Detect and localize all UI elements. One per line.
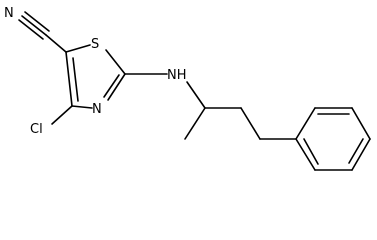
chain-bond-2	[240, 107, 261, 140]
phenyl-bond-3	[351, 107, 371, 140]
nitrile-group	[18, 11, 67, 53]
ring-bond-n3-c4	[71, 105, 93, 109]
nitrile-triple-bond-3	[24, 11, 50, 32]
thiazole-ring	[65, 44, 126, 109]
ring-n-label: N	[92, 102, 102, 117]
nitrile-triple-bond-1	[21, 15, 47, 36]
phenyl-bond-6	[295, 138, 316, 171]
amine-to-ch-bond	[186, 81, 206, 109]
nitrile-triple-bond-2	[18, 19, 44, 40]
ring-bond-c2-n3	[107, 73, 126, 101]
ring-bond-s1-c2	[105, 49, 126, 75]
chemical-structure-diagram: N S N Cl NH	[4, 6, 371, 171]
chlorine-bond	[51, 105, 73, 125]
sulfur-label: S	[91, 37, 99, 52]
ring-bond-c5-s1	[65, 44, 91, 53]
ring-bond-c4-c5	[65, 51, 73, 107]
phenyl-ring	[295, 107, 371, 171]
ring-bond-c2-n3-double	[103, 74, 120, 98]
ring-bond-c4-c5-double	[72, 57, 79, 102]
methyl-bond	[184, 107, 206, 140]
phenyl-double-bond-2	[348, 138, 364, 164]
nitrile-to-ring-bond	[45, 34, 67, 53]
side-chain	[124, 73, 297, 140]
chlorine-label: Cl	[30, 122, 43, 137]
phenyl-bond-1	[295, 107, 316, 140]
amine-label: NH	[167, 68, 187, 83]
nitrile-n-label: N	[4, 6, 14, 21]
phenyl-double-bond-3	[303, 138, 319, 165]
phenyl-bond-4	[351, 138, 371, 171]
